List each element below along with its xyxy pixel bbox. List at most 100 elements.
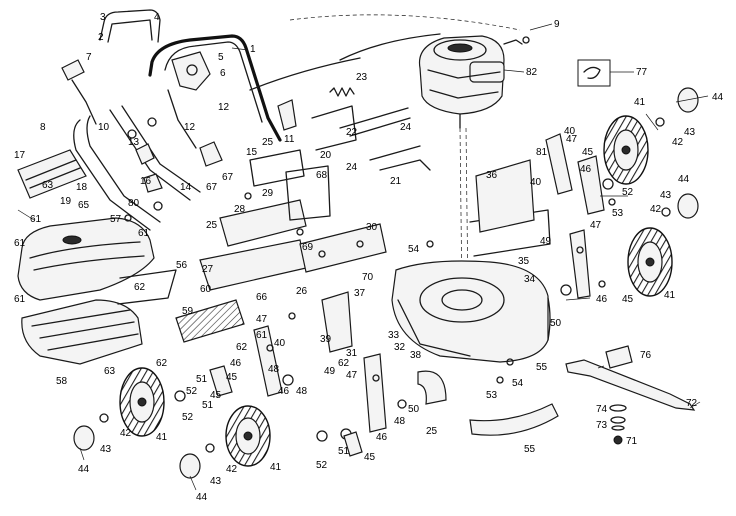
upper-handle <box>148 34 282 149</box>
callout-11: 11 <box>284 134 295 145</box>
callout-6: 6 <box>220 68 226 79</box>
callout-67-b: 67 <box>222 172 234 183</box>
callout-19: 19 <box>60 196 72 207</box>
callout-48-b: 48 <box>394 416 406 427</box>
callout-37: 37 <box>354 288 366 299</box>
wheel-rear-left <box>119 367 165 437</box>
grass-bag-frame-57 <box>17 217 155 301</box>
engine <box>418 35 505 129</box>
callout-48-c: 48 <box>268 364 280 375</box>
callout-47-deck: 47 <box>346 370 358 381</box>
callout-40: 40 <box>530 177 542 188</box>
callout-49-lower: 49 <box>324 366 336 377</box>
callout-50-lower: 50 <box>408 404 420 415</box>
callout-25-upper: 25 <box>262 137 274 148</box>
wheel-front-left <box>225 405 271 467</box>
callout-72: 72 <box>686 398 698 409</box>
callout-57: 57 <box>110 214 122 225</box>
callout-24-lower: 24 <box>346 162 358 173</box>
lower-handle <box>73 105 201 231</box>
callout-73: 73 <box>596 420 608 431</box>
callout-76: 76 <box>640 350 652 361</box>
leader-lines <box>17 23 709 491</box>
callout-4: 4 <box>154 12 160 23</box>
guard-59 <box>175 299 245 343</box>
callout-13: 13 <box>128 137 140 148</box>
callout-51-left: 51 <box>196 374 208 385</box>
callout-46-mid: 46 <box>278 386 290 397</box>
callout-50: 50 <box>550 318 562 329</box>
callout-51-a: 51 <box>202 400 214 411</box>
callout-42-left: 42 <box>120 428 132 439</box>
callout-55-lower: 55 <box>524 444 536 455</box>
deck-baffle-55 <box>469 403 559 436</box>
callout-61-a: 61 <box>30 214 42 225</box>
bracket-11 <box>277 99 297 131</box>
spring-23 <box>329 87 355 97</box>
cable-21 <box>369 145 431 171</box>
callout-41-upper: 41 <box>634 97 646 108</box>
callout-41-mid: 41 <box>664 290 676 301</box>
callout-42-upper: 42 <box>672 137 684 148</box>
callout-65: 65 <box>78 200 90 211</box>
blade-adapter-76 <box>605 345 633 369</box>
callout-25-mid: 25 <box>206 220 218 231</box>
callout-27: 27 <box>202 264 214 275</box>
callout-44-left: 44 <box>78 464 90 475</box>
callout-22: 22 <box>346 127 358 138</box>
callout-52-mid: 52 <box>182 412 194 423</box>
callout-62-b: 62 <box>236 342 248 353</box>
wheel-rear-right <box>603 115 649 185</box>
callout-54-lower: 54 <box>512 378 524 389</box>
callout-42-bottom: 42 <box>226 464 238 475</box>
callout-18: 18 <box>76 182 88 193</box>
callout-62-d: 62 <box>338 358 350 369</box>
callout-45-upper: 45 <box>582 147 594 158</box>
callout-32: 32 <box>394 342 406 353</box>
bracket-37 <box>321 291 353 353</box>
handle-bracket <box>171 51 211 91</box>
callout-36: 36 <box>486 170 498 181</box>
callout-40-lower: 40 <box>274 338 286 349</box>
callout-23: 23 <box>356 72 368 83</box>
discharge-chute <box>249 14 521 91</box>
callout-29: 29 <box>262 188 274 199</box>
wheel-front-right <box>627 227 673 297</box>
callout-60: 60 <box>200 284 212 295</box>
height-adjuster-front-left <box>363 353 387 433</box>
control-bail <box>99 9 161 43</box>
handle-knobs <box>127 117 223 211</box>
callout-66: 66 <box>256 292 268 303</box>
callout-52-upper: 52 <box>622 187 634 198</box>
callout-41-left: 41 <box>156 432 168 443</box>
rear-baffle-30 <box>299 223 387 273</box>
pivot-arms <box>209 133 573 457</box>
callout-62-c: 62 <box>156 358 168 369</box>
height-adjuster-left <box>253 325 283 397</box>
callout-12-upper: 12 <box>218 102 230 113</box>
callout-40-c: 40 <box>564 126 576 137</box>
callout-30: 30 <box>366 222 378 233</box>
rods-20-22 <box>311 105 411 151</box>
callout-47-lower: 47 <box>256 314 268 325</box>
callout-67-a: 67 <box>206 182 218 193</box>
deflector-38 <box>417 370 447 405</box>
callout-labels: 3 4 1 9 82 77 2 5 7 6 12 23 22 11 8 10 1… <box>14 12 724 503</box>
callout-33: 33 <box>388 330 400 341</box>
callout-54: 54 <box>408 244 420 255</box>
height-adjuster-front-right <box>569 229 591 299</box>
callout-61-e: 61 <box>14 238 26 249</box>
callout-47-mid: 47 <box>590 220 602 231</box>
callout-43-left: 43 <box>100 444 112 455</box>
callout-2: 2 <box>98 32 104 43</box>
decal-77 <box>577 59 611 87</box>
height-adjuster-rear-right <box>577 155 605 215</box>
callout-53-lower: 53 <box>486 390 498 401</box>
callout-63: 63 <box>42 180 54 191</box>
callout-44-mid: 44 <box>678 174 690 185</box>
callout-68: 68 <box>316 170 328 181</box>
callout-74: 74 <box>596 404 608 415</box>
callout-3: 3 <box>100 12 106 23</box>
callout-42-mid: 42 <box>650 204 662 215</box>
callout-9: 9 <box>554 19 560 30</box>
